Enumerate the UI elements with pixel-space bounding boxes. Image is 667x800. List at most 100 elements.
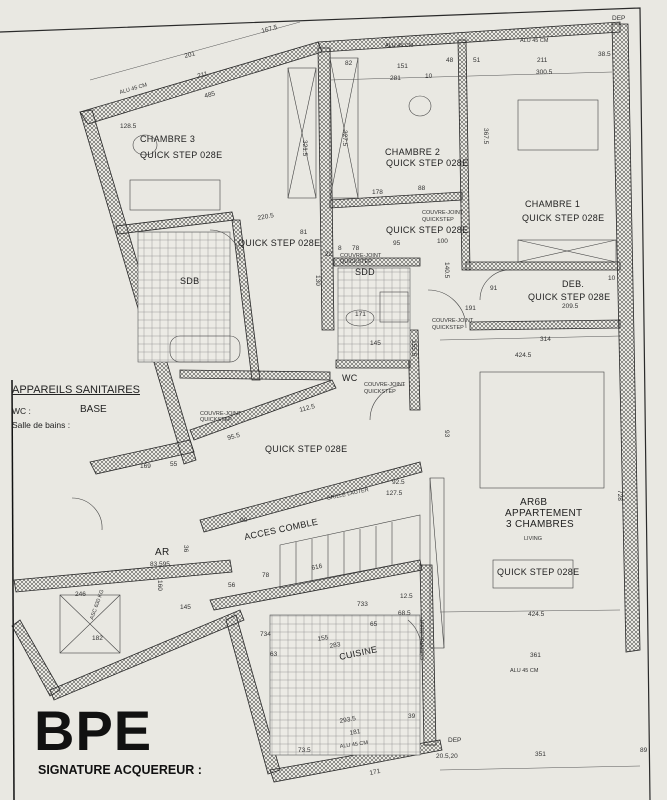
wardrobe-chambre2 — [329, 57, 359, 199]
floor-finish-hall-2: QUICK STEP 028E — [238, 238, 320, 248]
dimension-label: 89 — [640, 747, 648, 754]
dimension-label: 201 — [184, 50, 197, 60]
dimension-label: 616 — [311, 563, 323, 572]
dimension-label: 78 — [262, 572, 270, 579]
dimension-label: 181 — [349, 728, 361, 737]
bpe-logo: BPE — [34, 699, 153, 762]
dep-label: DEP — [612, 15, 625, 22]
signature-label: SIGNATURE ACQUEREUR : — [38, 763, 202, 777]
dimension-label: 82 — [345, 60, 353, 67]
room-label-chambre1: CHAMBRE 1 — [525, 199, 580, 209]
dimension-label: 10 — [425, 73, 433, 80]
dimension-label: 171 — [369, 768, 381, 777]
room-label-ar: AR — [155, 547, 170, 558]
dimension-label: 92.5 — [392, 479, 405, 486]
dimension-label: 160 — [156, 580, 163, 591]
dimension-label: 728 — [616, 490, 623, 501]
kitchen-tiles — [269, 614, 421, 756]
dimension-label: 36 — [182, 545, 189, 553]
dimension-label: 169 — [140, 463, 151, 470]
room-label-deb: DEB. — [562, 279, 584, 289]
apartment-rooms: 3 CHAMBRES — [506, 519, 574, 530]
shower-tray — [379, 291, 409, 323]
dimension-label: 733 — [357, 601, 368, 608]
quickstep-label: QUICKSTEP — [364, 389, 396, 395]
dimension-label: 281 — [390, 75, 401, 82]
dimension-label: 10 — [608, 275, 616, 282]
dimension-label: 485 — [204, 90, 217, 100]
quickstep-label: QUICKSTEP — [340, 259, 372, 265]
dimension-label: 211 — [537, 57, 548, 64]
couvre-joint-label: COUVRE-JOINT — [364, 382, 406, 388]
room-label-acces-comble: ACCES COMBLE — [243, 517, 319, 542]
quickstep-label: QUICKSTEP — [422, 217, 454, 223]
floor-finish-chambre3: QUICK STEP 028E — [140, 150, 222, 160]
dep-label: DEP — [448, 737, 461, 744]
dimension-label: 155.5 — [410, 340, 417, 357]
dimension-label: 145 — [370, 340, 381, 347]
sdb-tiles — [137, 231, 231, 363]
bed-chambre1 — [517, 99, 599, 151]
dimension-label: 12.5 — [400, 593, 413, 600]
couvre-joint-label: COUVRE-JOINT — [432, 318, 474, 324]
ar-level: 83.595 — [150, 561, 170, 568]
dimension-label: 65 — [370, 621, 378, 628]
dimension-label: 191 — [465, 305, 476, 312]
dimension-label: 90 — [240, 517, 248, 524]
dimension-label: 93 — [443, 430, 450, 438]
elevator — [59, 594, 121, 654]
floor-finish-chambre2: QUICK STEP 028E — [386, 158, 468, 168]
dimension-label: 8 — [338, 245, 342, 252]
dimension-label: 48 — [446, 57, 454, 64]
quickstep-label: QUICKSTEP — [200, 417, 232, 423]
dimension-label: 127.5 — [386, 490, 403, 497]
dimension-label: 151 — [397, 63, 408, 70]
dimension-label: 167.5 — [261, 24, 279, 35]
floor-finish-living: QUICK STEP 028E — [497, 567, 579, 577]
dimension-label: 112.5 — [299, 403, 316, 414]
window-label: ALU 45 CM — [520, 38, 549, 44]
stairs — [279, 514, 421, 589]
dimension-label: 220.5 — [257, 212, 275, 222]
couvre-joint-label: COUVRE-JOINT — [422, 210, 464, 216]
dimension-label: 56 — [228, 582, 236, 589]
dimension-label: 734 — [260, 631, 271, 638]
dimension-label: 327.5 — [341, 130, 348, 147]
dimension-label: 182 — [92, 635, 103, 642]
dimension-label: 73.5 — [298, 747, 311, 754]
dimension-label: 178 — [372, 189, 383, 196]
dimension-label: 100 — [437, 238, 448, 245]
floor-finish-deb-label: QUICK STEP 028E — [528, 292, 610, 302]
dimension-labels: 167.5 201 211 485 128.5 82 281 151 48 51… — [75, 24, 648, 777]
dimension-label: 171 — [355, 311, 366, 318]
couvre-joint-label: COUVRE-JOINT — [340, 253, 382, 259]
dimension-label: 283 — [329, 641, 341, 650]
dimension-label: 424.5 — [515, 352, 532, 359]
dimension-label: 300.5 — [536, 69, 553, 76]
bathtub — [169, 335, 241, 363]
dimension-label: 211 — [197, 70, 209, 80]
dimension-label: 130 — [314, 275, 321, 286]
fixtures — [59, 57, 617, 756]
dimension-label: 55 — [170, 461, 178, 468]
dimension-label: 155 — [317, 634, 329, 643]
sofa — [479, 371, 605, 489]
floor-finish-hall: QUICK STEP 028E — [386, 225, 468, 235]
window-label: ALU 45 CM — [385, 43, 414, 49]
dining-table — [492, 559, 574, 589]
dimension-label: 351 — [535, 751, 546, 758]
annotations: COUVRE-JOINT QUICKSTEP COUVRE-JOINT QUIC… — [119, 15, 625, 750]
dimension-label: 145 — [180, 604, 191, 611]
dimension-label: 38.5 — [598, 51, 611, 58]
dimension-label: 51 — [473, 57, 481, 64]
room-label-sdb: SDB — [180, 276, 199, 286]
window-label: ALU 45 CM — [339, 740, 368, 750]
couvre-joint-label: COUVRE-JOINT — [200, 411, 242, 417]
dimension-lines — [89, 21, 641, 771]
dimension-label: 39 — [408, 713, 416, 720]
dimension-label: 314 — [540, 336, 551, 343]
label-elevator: ASC 630 KG — [89, 589, 105, 621]
room-label-sdd: SDD — [355, 267, 375, 277]
dimension-label: 209.5 — [562, 303, 579, 310]
